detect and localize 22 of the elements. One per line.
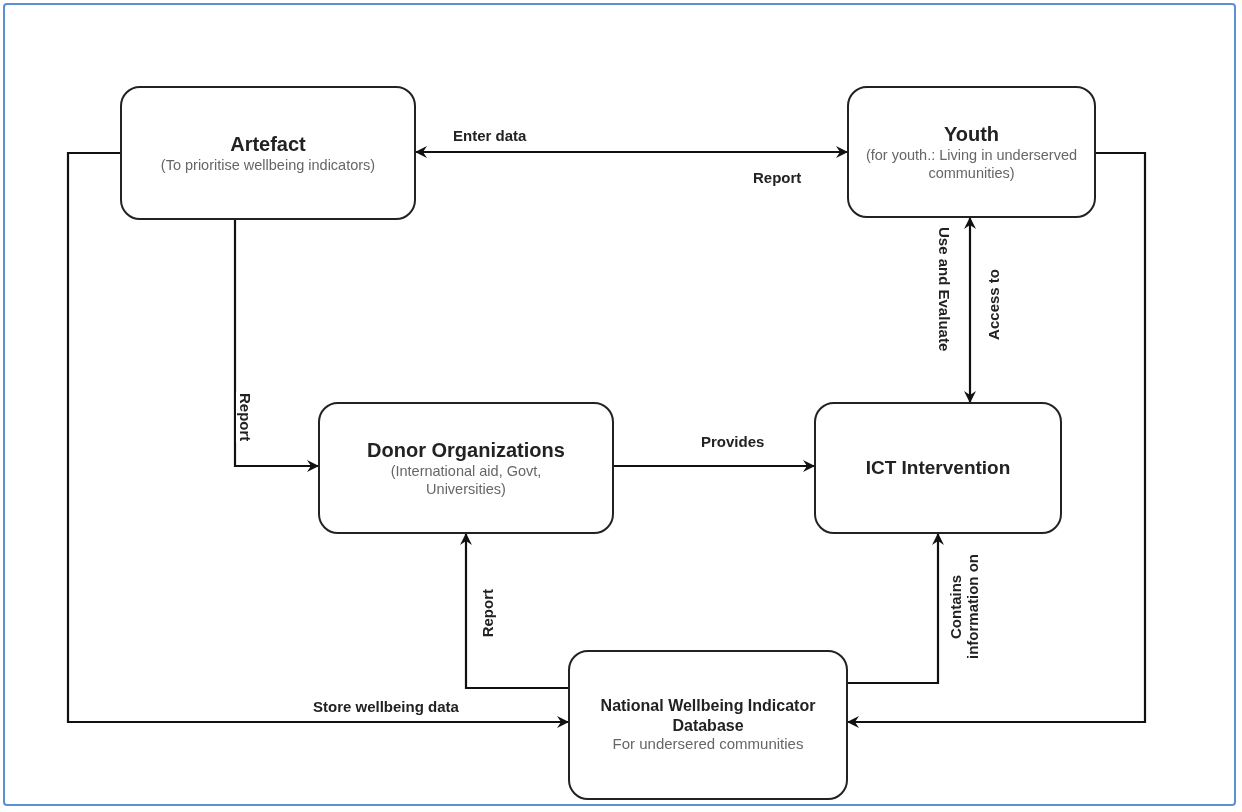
arrow [233,220,319,472]
node-title: ICT Intervention [865,456,1011,480]
process-box [568,650,848,800]
arrow [848,533,944,685]
arrow [964,217,976,403]
process-box [318,402,614,534]
node-title: Donor Organizations [367,437,565,462]
node-subtitle: (To prioritise wellbeing indicators) [160,155,376,175]
arrow [460,533,568,690]
node-title: Artefact [230,131,306,156]
arrow [847,151,1147,728]
arrow [415,146,848,158]
node-subtitle: (for youth.: Living in underserved communities) [864,145,1079,183]
arrow [614,460,815,472]
node-title: Youth [943,121,1000,146]
node-subtitle: For undersered communities [612,734,804,754]
node-subtitle: (International aid, Govt, Universities) [389,461,543,499]
process-box [814,402,1062,534]
arrow [66,151,569,728]
process-box [120,86,416,220]
node-title: National Wellbeing Indicator Database [599,696,817,735]
process-box [847,86,1096,218]
